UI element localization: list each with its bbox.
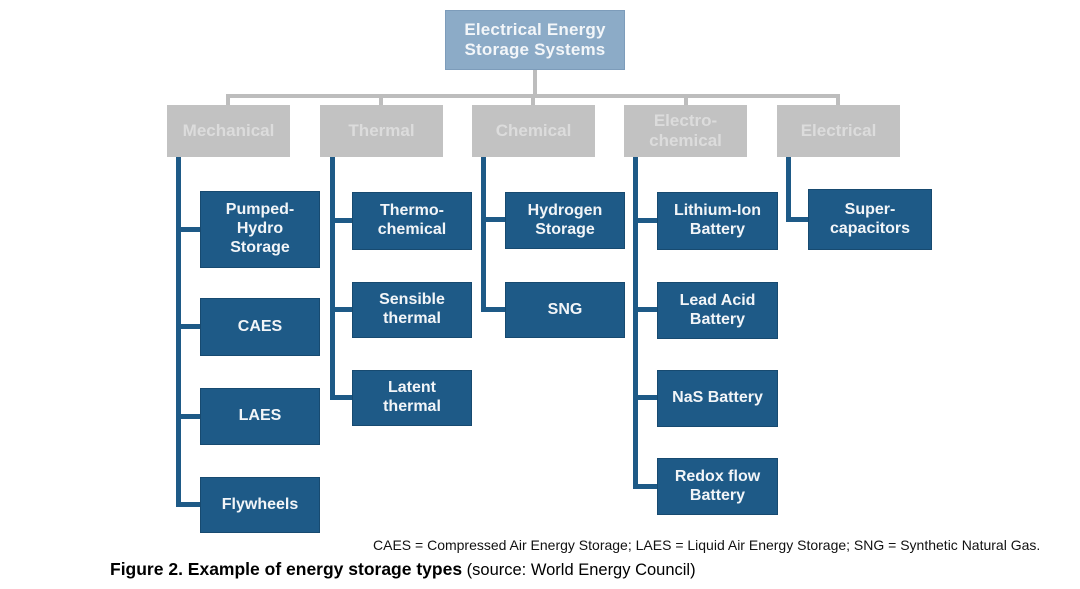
node-laes: LAES <box>200 388 320 445</box>
node-redox-flow-battery: Redox flow Battery <box>657 458 778 515</box>
connector <box>481 157 486 312</box>
connector <box>481 307 505 312</box>
connector <box>531 96 535 106</box>
figure-caption-title: Figure 2. Example of energy storage type… <box>110 559 463 579</box>
node-sensible-thermal: Sensible thermal <box>352 282 472 338</box>
node-latent-thermal: Latent thermal <box>352 370 472 426</box>
connector <box>481 217 505 222</box>
abbreviations-footnote: CAES = Compressed Air Energy Storage; LA… <box>373 537 1041 553</box>
connector <box>176 157 181 507</box>
connector <box>533 70 537 97</box>
connector <box>176 227 200 232</box>
connector <box>330 307 352 312</box>
node-electro-chemical: Electro- chemical <box>624 105 747 157</box>
connector <box>176 502 200 507</box>
node-lithium-ion-battery: Lithium-Ion Battery <box>657 192 778 250</box>
connector <box>633 218 657 223</box>
connector <box>226 96 230 106</box>
connector <box>786 157 791 222</box>
connector <box>836 96 840 106</box>
connector <box>633 157 638 489</box>
connector <box>330 218 352 223</box>
node-hydrogen-storage: Hydrogen Storage <box>505 192 625 249</box>
node-thermal: Thermal <box>320 105 443 157</box>
connector <box>786 217 808 222</box>
node-super-capacitors: Super- capacitors <box>808 189 932 250</box>
connector <box>633 484 657 489</box>
connector <box>176 324 200 329</box>
node-nas-battery: NaS Battery <box>657 370 778 427</box>
connector <box>330 157 335 400</box>
node-chemical: Chemical <box>472 105 595 157</box>
connector <box>176 414 200 419</box>
node-electrical: Electrical <box>777 105 900 157</box>
node-pumped-hydro-storage: Pumped- Hydro Storage <box>200 191 320 268</box>
node-electrical-energy-storage-systems: Electrical Energy Storage Systems <box>445 10 625 70</box>
connector <box>330 395 352 400</box>
node-thermo-chemical: Thermo- chemical <box>352 192 472 250</box>
node-sng: SNG <box>505 282 625 338</box>
figure-caption: Figure 2. Example of energy storage type… <box>110 559 696 580</box>
connector <box>633 307 657 312</box>
connector <box>684 96 688 106</box>
node-flywheels: Flywheels <box>200 477 320 533</box>
node-lead-acid-battery: Lead Acid Battery <box>657 282 778 339</box>
node-mechanical: Mechanical <box>167 105 290 157</box>
figure-caption-source: (source: World Energy Council) <box>462 561 696 579</box>
connector <box>633 395 657 400</box>
node-caes: CAES <box>200 298 320 356</box>
connector <box>379 96 383 106</box>
